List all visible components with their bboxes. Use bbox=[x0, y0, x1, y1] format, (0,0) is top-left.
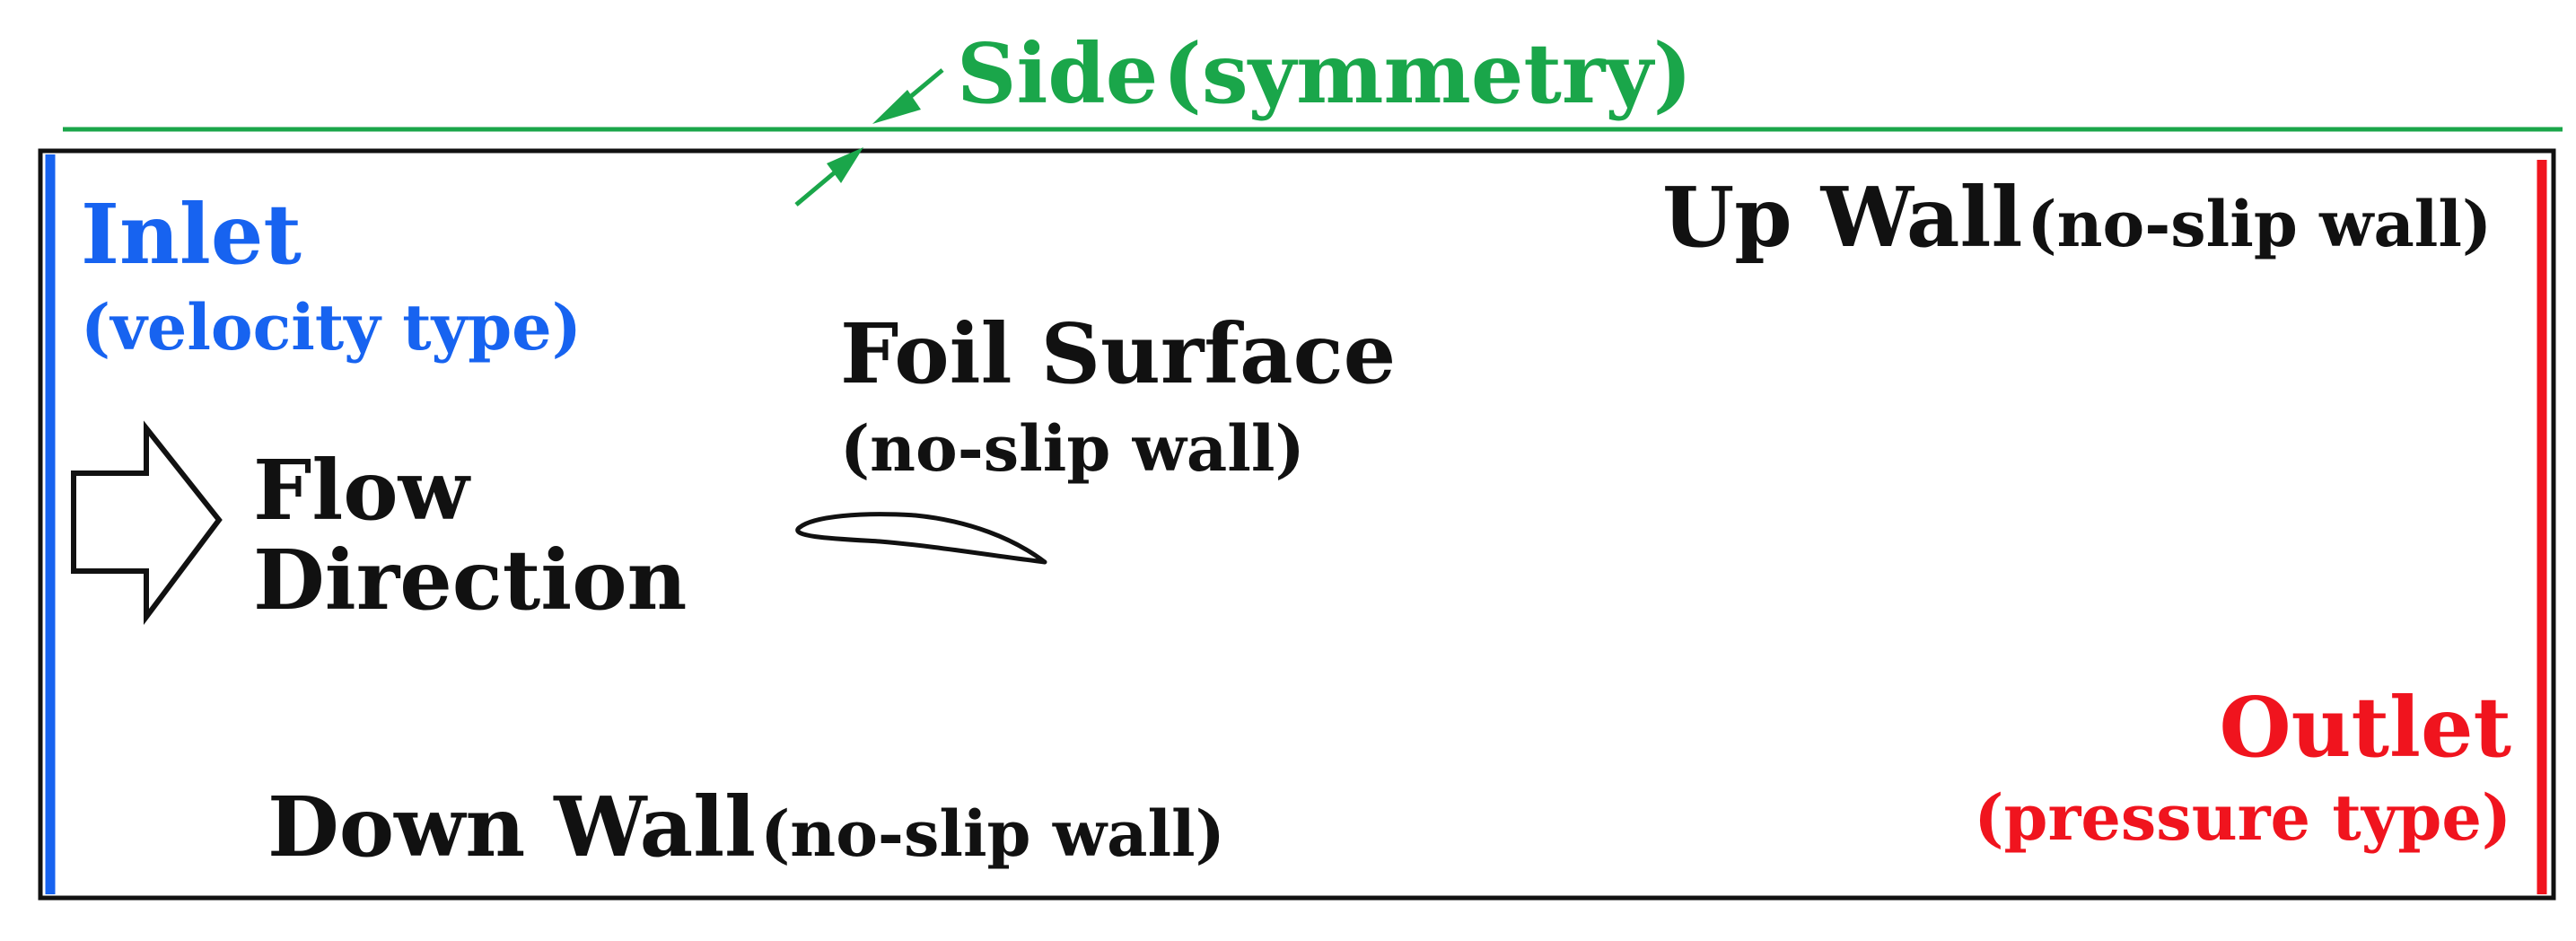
up-wall-title: Up Wall bbox=[1662, 169, 2023, 266]
side-qualifier: (symmetry) bbox=[1162, 25, 1693, 122]
inlet-title: Inlet bbox=[81, 186, 302, 283]
flow-direction-arrow-icon bbox=[71, 420, 223, 625]
flow-direction-line2: Direction bbox=[253, 532, 688, 629]
airfoil-shape bbox=[795, 512, 1047, 565]
down-wall-qualifier: (no-slip wall) bbox=[760, 796, 1225, 871]
up-wall-label: Up Wall (no-slip wall) bbox=[1662, 176, 2492, 259]
down-wall-title: Down Wall bbox=[267, 778, 757, 875]
outlet-title: Outlet bbox=[2219, 679, 2511, 776]
side-label: Side (symmetry) bbox=[957, 32, 1692, 115]
symmetry-pointer-arrows bbox=[794, 68, 944, 207]
up-wall-qualifier: (no-slip wall) bbox=[2027, 187, 2493, 261]
flow-direction-line1: Flow bbox=[253, 442, 469, 539]
foil-surface-title: Foil Surface bbox=[840, 305, 1397, 402]
side-title: Side bbox=[957, 25, 1159, 122]
inlet-qualifier: (velocity type) bbox=[81, 290, 582, 365]
outlet-qualifier: (pressure type) bbox=[1974, 780, 2511, 855]
down-wall-label: Down Wall (no-slip wall) bbox=[267, 786, 1225, 868]
domain-boundary bbox=[38, 148, 2556, 901]
foil-surface-qualifier: (no-slip wall) bbox=[840, 411, 1305, 486]
